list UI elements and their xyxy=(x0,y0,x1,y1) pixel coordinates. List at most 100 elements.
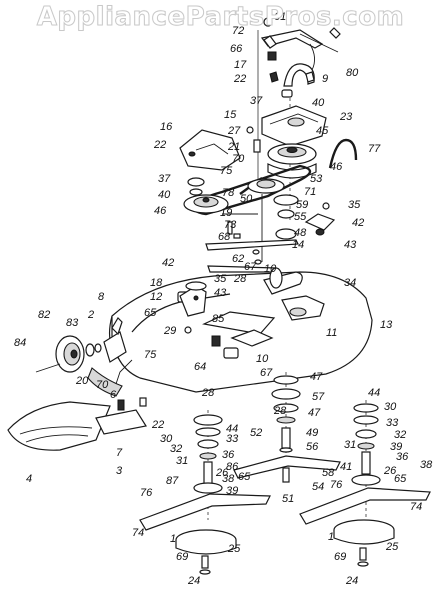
callout-25: 25 xyxy=(385,541,399,553)
callout-35: 35 xyxy=(348,199,361,211)
callout-38: 38 xyxy=(222,473,235,485)
center-blade xyxy=(233,455,341,479)
discharge-chute xyxy=(7,401,111,451)
callout-35: 35 xyxy=(214,273,227,285)
callout-87: 87 xyxy=(166,475,179,487)
callout-47: 47 xyxy=(308,407,321,419)
deflector-bracket xyxy=(95,397,147,435)
callout-17: 17 xyxy=(234,59,247,71)
callout-21: 21 xyxy=(227,141,240,153)
callout-11: 11 xyxy=(326,327,337,339)
callout-33: 33 xyxy=(386,417,399,429)
callout-83: 83 xyxy=(66,317,79,329)
callout-86: 86 xyxy=(226,461,239,473)
callout-54: 54 xyxy=(312,481,324,493)
callout-25: 25 xyxy=(227,543,241,555)
callout-37: 37 xyxy=(158,173,171,185)
callout-58: 58 xyxy=(322,467,335,479)
callout-2: 2 xyxy=(87,309,94,321)
callout-10: 10 xyxy=(264,263,277,275)
left-spindle xyxy=(193,410,223,520)
callout-73: 73 xyxy=(224,219,237,231)
callout-64: 64 xyxy=(194,361,206,373)
callout-44: 44 xyxy=(368,387,380,399)
deck-lift-bracket xyxy=(179,281,207,334)
right-idler-bracket xyxy=(304,202,336,236)
right-blade xyxy=(299,487,431,525)
callout-74: 74 xyxy=(410,501,422,513)
callout-23: 23 xyxy=(339,111,353,123)
left-pulley xyxy=(183,177,229,214)
callout-51: 51 xyxy=(282,493,294,505)
callout-13: 13 xyxy=(380,319,393,331)
callout-62: 62 xyxy=(232,253,244,265)
callout-30: 30 xyxy=(384,401,397,413)
left-blade xyxy=(139,493,271,531)
callout-3: 3 xyxy=(116,465,123,477)
callout-50: 50 xyxy=(240,193,253,205)
callout-14: 14 xyxy=(292,239,304,251)
callout-28: 28 xyxy=(273,405,287,417)
callout-18: 18 xyxy=(150,277,163,289)
callout-28: 28 xyxy=(233,273,247,285)
callout-7: 7 xyxy=(116,447,123,459)
callout-42: 42 xyxy=(162,257,174,269)
callout-8: 8 xyxy=(98,291,105,303)
callout-31: 31 xyxy=(176,455,188,467)
callout-65: 65 xyxy=(238,471,251,483)
callout-65: 65 xyxy=(394,473,407,485)
callout-46: 46 xyxy=(154,205,167,217)
callout-75: 75 xyxy=(144,349,157,361)
callout-78: 78 xyxy=(222,187,235,199)
callout-36: 36 xyxy=(222,449,235,461)
callout-80: 80 xyxy=(346,67,359,79)
callout-68: 68 xyxy=(218,231,231,243)
mower-deck-housing xyxy=(109,267,373,393)
callout-70: 70 xyxy=(232,153,245,165)
callout-69: 69 xyxy=(334,551,346,563)
callout-labels: 72 61 66 17 22 9 80 37 40 15 23 16 27 21… xyxy=(14,11,433,587)
callout-47: 47 xyxy=(310,371,323,383)
callout-33: 33 xyxy=(226,433,239,445)
callout-72: 72 xyxy=(232,25,244,37)
callout-76: 76 xyxy=(330,479,343,491)
right-spindle xyxy=(351,400,381,520)
callout-36: 36 xyxy=(396,451,409,463)
callout-22: 22 xyxy=(151,419,164,431)
callout-70: 70 xyxy=(96,379,109,391)
callout-76: 76 xyxy=(140,487,153,499)
center-pulley xyxy=(247,178,299,262)
callout-77: 77 xyxy=(368,143,381,155)
watermark: AppliancePartsPros.com xyxy=(36,2,405,33)
callout-45: 45 xyxy=(316,125,329,137)
callout-32: 32 xyxy=(394,429,406,441)
callout-52: 52 xyxy=(250,427,262,439)
callout-65: 65 xyxy=(144,307,157,319)
callout-44: 44 xyxy=(226,423,238,435)
callout-39: 39 xyxy=(390,441,402,453)
callout-22: 22 xyxy=(153,139,166,151)
callout-49: 49 xyxy=(306,427,318,439)
callout-10: 10 xyxy=(256,353,269,365)
callout-61: 61 xyxy=(274,11,286,23)
callout-9: 9 xyxy=(322,73,328,85)
idler-arm-assembly xyxy=(257,17,341,180)
callout-66: 66 xyxy=(230,43,243,55)
callout-16: 16 xyxy=(160,121,173,133)
callout-26: 26 xyxy=(383,465,397,477)
callout-84: 84 xyxy=(14,337,26,349)
callout-55: 55 xyxy=(294,211,307,223)
upper-spindle-cover xyxy=(246,98,327,220)
callout-6: 6 xyxy=(110,389,117,401)
callout-57: 57 xyxy=(312,391,325,403)
callout-26: 26 xyxy=(215,467,229,479)
callout-74: 74 xyxy=(132,527,144,539)
callout-67: 67 xyxy=(244,261,257,273)
right-blade-adapter xyxy=(333,519,395,567)
callout-53: 53 xyxy=(310,173,323,185)
callout-1: 1 xyxy=(328,531,334,543)
callout-40: 40 xyxy=(158,189,171,201)
callout-71: 71 xyxy=(304,186,316,198)
left-blade-adapter xyxy=(175,529,237,575)
